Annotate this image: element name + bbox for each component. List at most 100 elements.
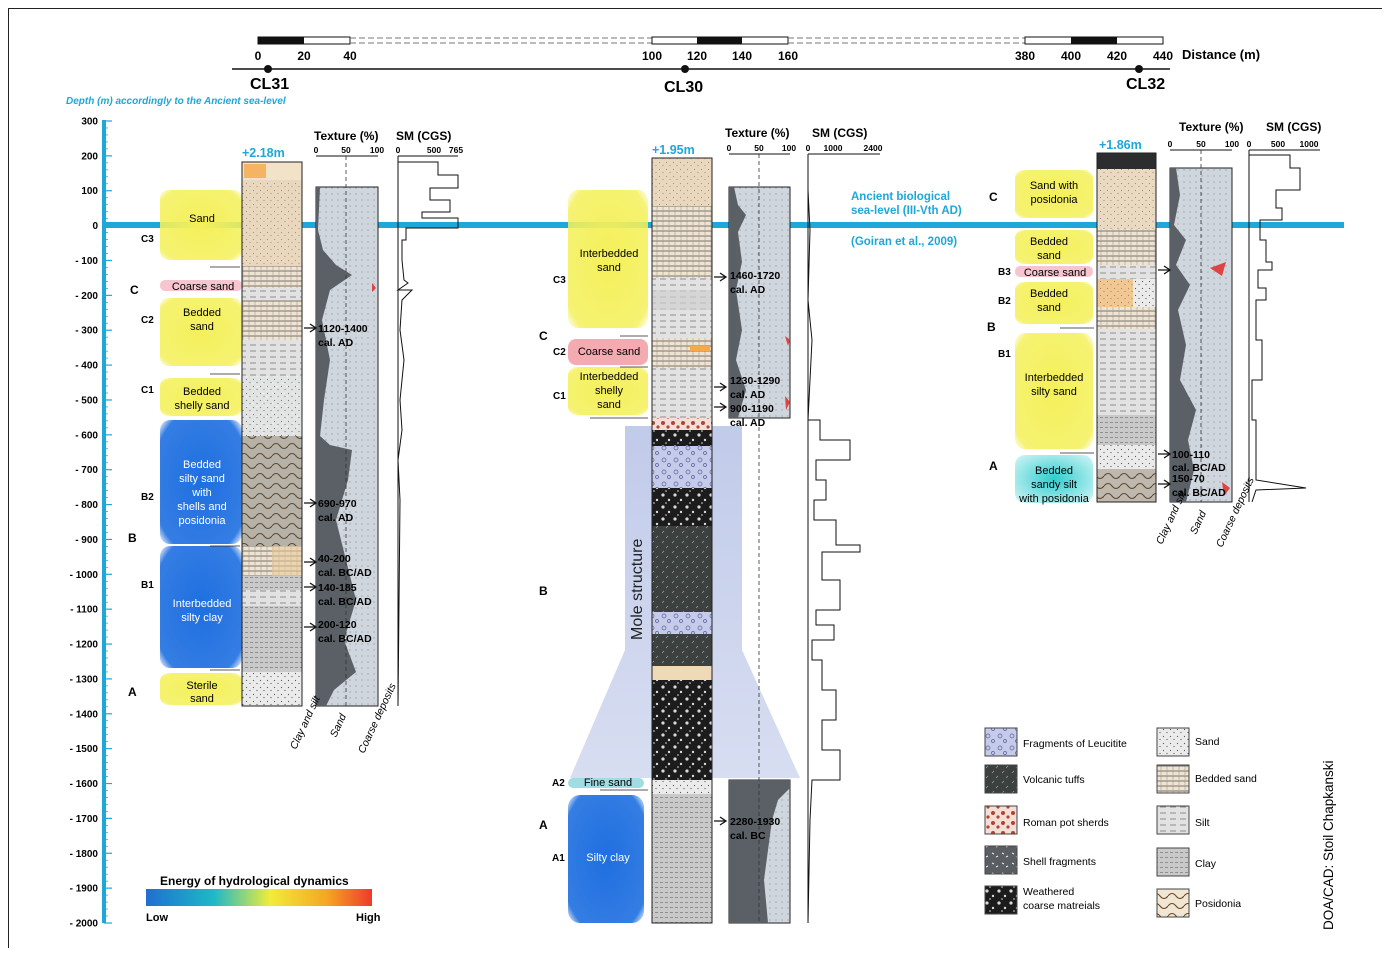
unit-label: sand <box>190 321 214 333</box>
unit-label: Sand <box>189 213 215 225</box>
sea-level-line <box>104 222 1344 228</box>
distance-unit-label: Distance (m) <box>1182 47 1260 62</box>
energy-zone <box>568 778 644 788</box>
texture-clay-silt <box>1170 168 1196 502</box>
texture-clay-silt <box>729 780 790 923</box>
sm-tick: 0 <box>1247 139 1252 149</box>
unit-code: A <box>539 818 548 832</box>
radiocarbon-dates: 1120-1400 cal. AD 690-970 cal. AD 40-200… <box>304 323 372 645</box>
texture-tick: 0 <box>727 143 732 153</box>
energy-high-label: High <box>356 912 381 924</box>
unit-code: C <box>539 329 548 343</box>
unit-label: shelly sand <box>174 400 229 412</box>
sm-header: SM (CGS) <box>396 129 451 143</box>
energy-zone <box>160 280 242 291</box>
sm-tick: 500 <box>427 145 441 155</box>
unit-label: Coarse sand <box>172 281 234 293</box>
unit-label: Bedded <box>183 386 221 398</box>
depth-tick-label: - 500 <box>75 395 98 406</box>
date-label: 690-970 <box>318 498 357 510</box>
scale-tick: 20 <box>297 49 311 63</box>
texture-tick: 0 <box>314 145 319 155</box>
unit-label: Interbedded <box>580 248 639 260</box>
date-label: cal. BC/AD <box>1172 462 1226 474</box>
unit-label: Interbedded <box>173 598 232 610</box>
texture-legend-sand: Sand <box>328 711 350 739</box>
unit-code: C2 <box>141 315 154 326</box>
unit-label: silty sand <box>179 473 225 485</box>
date-label: 40-200 <box>318 553 351 565</box>
depth-tick-label: - 2000 <box>70 919 99 930</box>
scale-tick: 400 <box>1061 49 1081 63</box>
unit-label: sand <box>597 399 621 411</box>
core-cl32: C Sand with posidonia Bedded sand B3 Coa… <box>987 120 1321 549</box>
depth-axis-title: Depth (m) accordingly to the Ancient sea… <box>66 96 286 107</box>
texture-tick: 0 <box>1168 139 1173 149</box>
core-elevation: +1.86m <box>1099 138 1142 152</box>
legend-label: coarse matreials <box>1023 900 1100 912</box>
core-cl31: Sand C3 Coarse sand C C2 Bedded sand C1 … <box>128 129 463 755</box>
legend-swatch-weathered <box>984 885 1018 915</box>
energy-zone <box>160 190 242 260</box>
depth-tick-label: - 600 <box>75 430 98 441</box>
energy-zone <box>1015 455 1093 503</box>
date-label: 1120-1400 <box>318 323 368 335</box>
date-label: 140-185 <box>318 582 357 594</box>
radiocarbon-dates: 100-110 cal. BC/AD 150-70 cal. BC/AD <box>1158 265 1226 499</box>
energy-zone <box>160 673 242 705</box>
unit-label: Fine sand <box>584 777 632 789</box>
legend-label: Bedded sand <box>1195 773 1257 785</box>
legend-label: Silt <box>1195 817 1210 829</box>
energy-zone <box>568 367 648 415</box>
date-label: cal. AD <box>318 512 354 524</box>
date-label: cal. AD <box>318 337 354 349</box>
unit-code: B <box>539 584 548 598</box>
unit-code: B2 <box>998 296 1011 307</box>
unit-label: sand <box>1037 302 1061 314</box>
sm-tick: 0 <box>396 145 401 155</box>
unit-code: B <box>987 320 996 334</box>
legend-swatch-bedded <box>1156 764 1190 794</box>
core-elevation: +2.18m <box>242 146 285 160</box>
radiocarbon-dates: 1460-1720 cal. AD 1230-1290 cal. AD 900-… <box>714 270 780 842</box>
texture-legend-sand: Sand <box>1188 508 1210 536</box>
depth-tick-label: - 1300 <box>70 674 99 685</box>
energy-zone <box>568 190 648 328</box>
depth-tick-label: - 1600 <box>70 779 99 790</box>
scale-tick: 120 <box>687 49 707 63</box>
date-label: cal. AD <box>730 389 766 401</box>
depth-tick-label: - 1000 <box>70 570 99 581</box>
sm-curve <box>396 161 459 707</box>
core-elevation: +1.95m <box>652 143 695 157</box>
unit-label: sand <box>190 693 214 705</box>
texture-tick: 100 <box>1225 139 1239 149</box>
unit-label: silty sand <box>1031 386 1077 398</box>
sea-level-reference: (Goiran et al., 2009) <box>851 236 957 248</box>
texture-tick: 50 <box>341 145 351 155</box>
legend-label: Sand <box>1195 736 1220 748</box>
scale-tick: 100 <box>642 49 662 63</box>
depth-tick-label: 300 <box>81 117 98 128</box>
energy-scale-title: Energy of hydrological dynamics <box>160 874 349 888</box>
legend-label: Weathered <box>1023 886 1074 898</box>
legend-swatch-silt <box>1156 805 1190 835</box>
sm-tick: 500 <box>1271 139 1285 149</box>
depth-tick-label: - 1900 <box>70 884 99 895</box>
date-label: cal. BC <box>730 830 766 842</box>
depth-tick-label: 200 <box>81 151 98 162</box>
date-label: 200-120 <box>318 619 357 631</box>
legend-label: Volcanic tuffs <box>1023 774 1085 786</box>
scale-tick: 420 <box>1107 49 1127 63</box>
legend-swatch-posidonia <box>1156 888 1190 918</box>
unit-label: sandy silt <box>1031 479 1077 491</box>
lithology-column <box>241 161 303 707</box>
core-cl30: Mole structure C3 Interbedded sand C C2 … <box>539 126 883 924</box>
depth-tick-label: - 800 <box>75 500 98 511</box>
energy-zone <box>160 420 242 544</box>
unit-label: Coarse sand <box>578 346 640 358</box>
energy-scale: Energy of hydrological dynamics Low High <box>146 874 381 924</box>
energy-zone <box>160 298 242 366</box>
mole-structure-label: Mole structure <box>629 539 646 640</box>
legend-swatch-sand <box>1156 727 1190 757</box>
